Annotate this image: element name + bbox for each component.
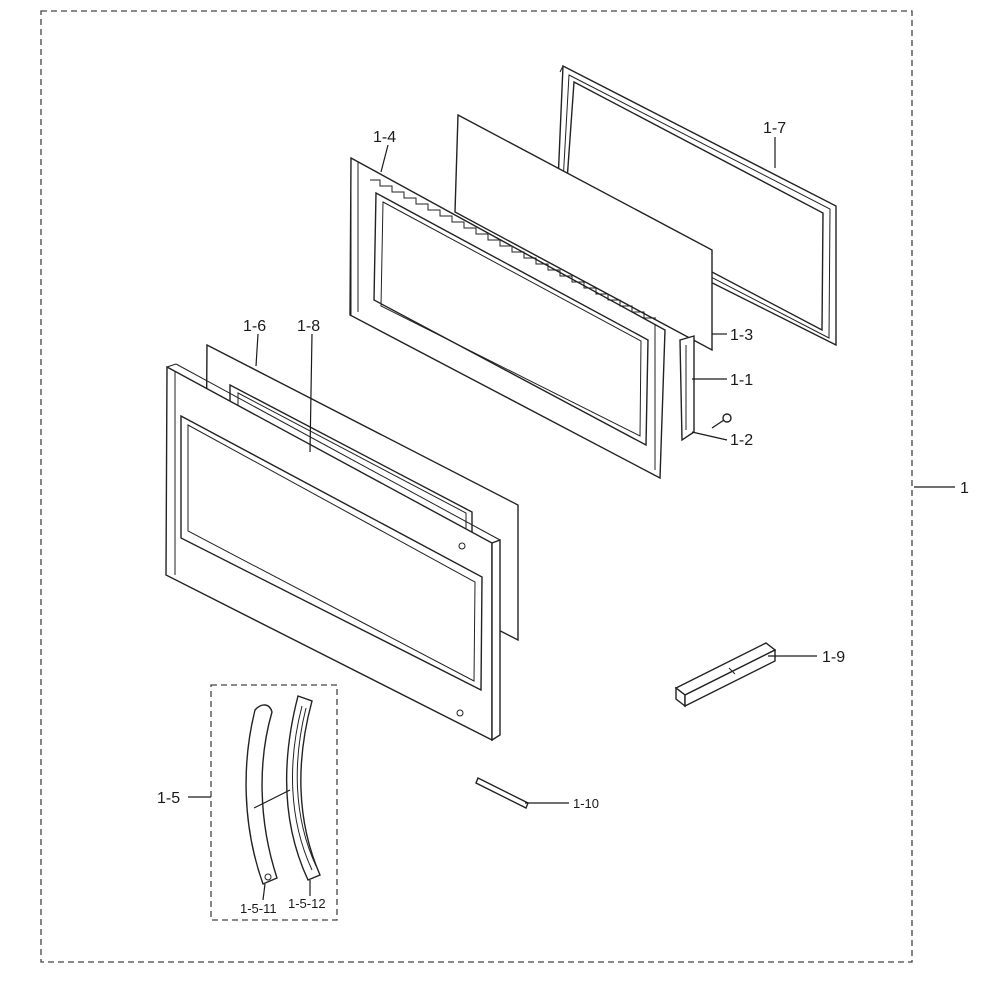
label-1-7: 1-7: [763, 120, 786, 137]
label-1-5-11: 1-5-11: [240, 901, 277, 916]
part-1-5-11-handle-cover[interactable]: [245, 704, 278, 885]
handle-group-boundary: [210, 684, 338, 921]
label-1-5: 1-5: [157, 790, 180, 807]
part-1-1-latch[interactable]: [679, 335, 695, 442]
label-1-9: 1-9: [822, 649, 845, 666]
label-1-8: 1-8: [297, 318, 320, 335]
label-1-6: 1-6: [243, 318, 266, 335]
part-1-10-badge[interactable]: [475, 777, 529, 809]
front-door-panel[interactable]: [165, 363, 501, 742]
part-1-4-inner-frame[interactable]: [349, 156, 666, 480]
part-1-2-screw[interactable]: [711, 413, 732, 429]
label-1-2: 1-2: [730, 432, 753, 449]
part-1-3-glass-panel[interactable]: [454, 113, 713, 352]
label-1-5-12: 1-5-12: [288, 896, 326, 911]
assembly-boundary: [40, 10, 913, 963]
label-1-4: 1-4: [373, 129, 396, 146]
leader-lines: [188, 137, 955, 901]
label-1: 1: [960, 480, 969, 497]
label-1-10: 1-10: [573, 796, 599, 811]
label-1-3: 1-3: [730, 327, 753, 344]
part-1-7-rear-frame[interactable]: [556, 64, 837, 347]
part-1-5-12-handle-grip[interactable]: [286, 695, 321, 881]
label-1-1: 1-1: [730, 372, 753, 389]
part-1-9-bar[interactable]: [674, 642, 777, 708]
